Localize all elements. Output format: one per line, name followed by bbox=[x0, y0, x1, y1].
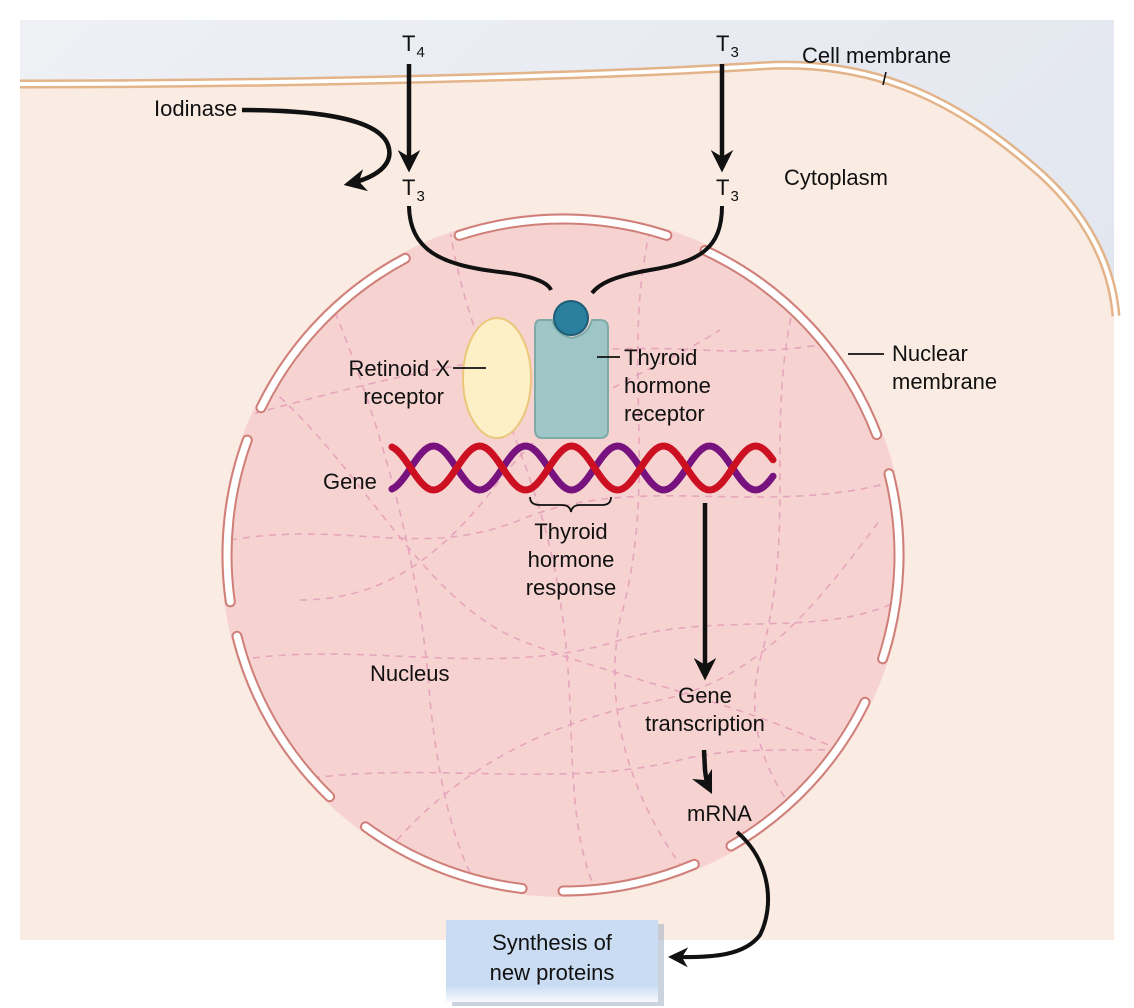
nuclear-membrane-segment-inner bbox=[362, 823, 526, 892]
t3-sub: 3 bbox=[730, 188, 739, 205]
nuclear-membrane-segment-inner bbox=[701, 247, 881, 439]
cytoplasm-label: Cytoplasm bbox=[784, 165, 888, 190]
t3-right-inside-label: T3 bbox=[716, 174, 739, 205]
gene-transcription-label: Gene transcription bbox=[630, 682, 780, 738]
nuclear-membrane-line-1: Nuclear bbox=[892, 341, 968, 366]
gt-line-2: transcription bbox=[645, 711, 765, 736]
nuclear-membrane-segment-inner bbox=[223, 436, 251, 606]
nuclear-membrane-segment-inner bbox=[559, 860, 698, 895]
t3-left-to-receptor-line bbox=[407, 205, 553, 292]
synthesis-line-1: Synthesis of bbox=[492, 930, 612, 955]
nuclear-membrane-segment-inner bbox=[455, 215, 671, 239]
retinoid-x-receptor-shape bbox=[462, 317, 532, 439]
nuclear-membrane-segment-inner bbox=[879, 470, 903, 663]
cell-membrane-label: Cell membrane bbox=[802, 43, 952, 68]
nucleus-label: Nucleus bbox=[370, 661, 450, 686]
t3-right-to-receptor-line bbox=[590, 205, 724, 295]
t3-left-inside-label: T3 bbox=[402, 174, 425, 205]
response-element-brace bbox=[529, 496, 612, 513]
t3-base: T bbox=[402, 175, 416, 200]
iodinase-arrow bbox=[241, 107, 392, 192]
t3-outside-label: T3 bbox=[716, 30, 739, 61]
t4-outside-label: T4 bbox=[402, 30, 425, 61]
t3-base: T bbox=[716, 175, 730, 200]
nuclear-membrane-segment-inner bbox=[257, 254, 409, 412]
nuclear-membrane-segment-inner bbox=[727, 698, 869, 850]
nuclear-membrane bbox=[221, 213, 905, 897]
tr-line-1: Thyroid bbox=[624, 345, 698, 370]
dna-strand-red bbox=[388, 442, 777, 494]
gt-line-1: Gene bbox=[678, 683, 732, 708]
nuclear-membrane-line-2: membrane bbox=[892, 369, 998, 394]
t4-base: T bbox=[402, 31, 416, 56]
t4-sub: 4 bbox=[416, 44, 425, 61]
thr-line-3: response bbox=[525, 575, 617, 600]
mrna-label: mRNA bbox=[687, 801, 752, 826]
mrna-to-synthesis-arrow bbox=[668, 830, 771, 968]
synthesis-label: Synthesis of new proteins bbox=[446, 928, 658, 988]
thr-line-1: Thyroid bbox=[534, 519, 608, 544]
cell-membrane-pointer-line bbox=[882, 71, 887, 86]
synthesis-line-2: new proteins bbox=[489, 960, 615, 985]
tr-line-2: hormone bbox=[624, 373, 711, 398]
thyroid-hormone-receptor-label: Thyroid hormone receptor bbox=[624, 344, 711, 428]
retinoid-x-receptor-label: Retinoid X receptor bbox=[330, 355, 450, 411]
thyroid-hormone-response-label: Thyroid hormone response bbox=[511, 518, 631, 602]
t3-hormone-bound bbox=[553, 300, 589, 336]
chromatin-network bbox=[229, 229, 901, 895]
nuclear-membrane-label: Nuclear membrane bbox=[892, 340, 997, 396]
t3-sub: 3 bbox=[730, 44, 739, 61]
cell-membrane-inner bbox=[19, 63, 1118, 317]
gene-label: Gene bbox=[323, 469, 377, 494]
transcription-to-mrna-arrow bbox=[691, 749, 713, 795]
nucleus bbox=[221, 213, 905, 897]
thyroid-hormone-receptor-shape bbox=[534, 319, 609, 439]
protein-synthesis-box: Synthesis of new proteins bbox=[446, 920, 658, 1002]
iodinase-label: Iodinase bbox=[154, 96, 238, 121]
thr-line-2: hormone bbox=[527, 547, 615, 572]
rxr-line-2: receptor bbox=[363, 384, 444, 409]
tr-line-3: receptor bbox=[624, 401, 705, 426]
t3-sub: 3 bbox=[416, 188, 425, 205]
t3-base: T bbox=[716, 31, 730, 56]
rxr-line-1: Retinoid X bbox=[348, 356, 450, 381]
nuclear-membrane-segment-inner bbox=[233, 632, 334, 801]
